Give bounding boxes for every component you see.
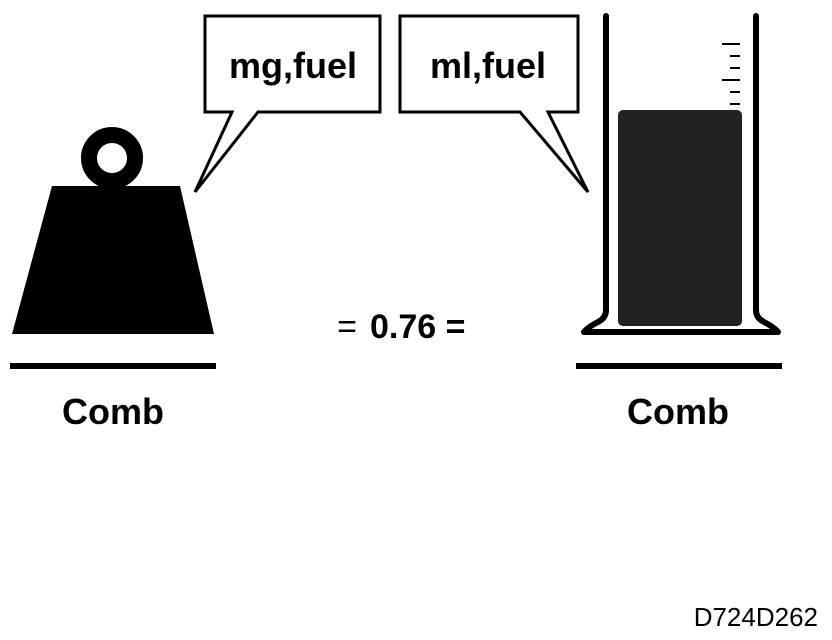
mass-bubble-label: mg,fuel [229,45,357,86]
equation-value: 0.76 = [370,308,465,346]
left-comb-label: Comb [62,391,164,432]
right-comb-label: Comb [627,391,729,432]
equation-operator: = [337,308,357,346]
weight-icon [12,127,214,334]
volume-bubble-label: ml,fuel [430,45,546,86]
figure-id: D724D262 [694,602,818,632]
left-divider-line [10,363,216,369]
cylinder-scale-marks [722,43,740,105]
fuel-level [618,110,742,326]
right-divider-line [576,363,782,369]
volume-speech-bubble: ml,fuel [398,14,590,193]
mass-speech-bubble: mg,fuel [193,14,382,193]
graduated-cylinder-icon [581,13,781,335]
